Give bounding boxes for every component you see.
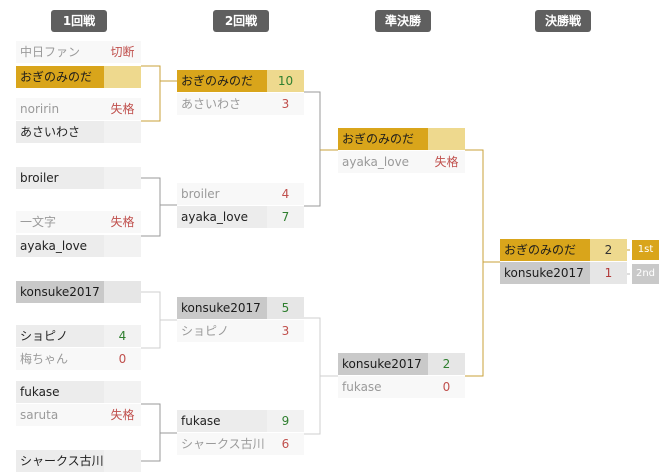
r2-m2-b-name: ayaka_love: [177, 206, 267, 228]
r1-m7-a-name: fukase: [16, 381, 104, 403]
r2-m3-a-score: 5: [267, 297, 304, 319]
r1-m7-a-score: [104, 381, 141, 403]
connector-r1-3: [141, 291, 161, 349]
r2-m2-b-score: 7: [267, 206, 304, 228]
r1-m2-a-score: 失格: [104, 98, 141, 120]
final-b-name: konsuke2017: [500, 262, 590, 284]
r1-m7-b-score: 失格: [104, 404, 141, 426]
r1-m2-a-name: noririn: [16, 98, 104, 120]
r1-m4-b-name: ayaka_love: [16, 235, 104, 257]
r2-m2-a-score: 4: [267, 183, 304, 205]
r2-m1-b-score: 3: [267, 93, 304, 115]
r1-m6-a-score: 4: [104, 325, 141, 347]
r1-m5-a-score: [104, 281, 141, 303]
r1-m1-a-score: 切断: [104, 41, 141, 63]
connector-r1-2: [141, 177, 161, 237]
connector-semi: [465, 149, 484, 377]
r2-m4-b-name: シャークス古川: [177, 433, 267, 455]
r1-m2-b-name: あさいわさ: [16, 121, 104, 143]
r2-m2-a-name: broiler: [177, 183, 267, 205]
r1-m4-b-score: [104, 235, 141, 257]
r1-m3-a-name: broiler: [16, 167, 104, 189]
r1-m5-a-name: konsuke2017: [16, 281, 104, 303]
r1-m8-b-score: [104, 450, 141, 472]
r1-m1-a-name: 中日ファン: [16, 41, 104, 63]
r1-m6-b-name: 梅ちゃん: [16, 348, 104, 370]
r1-m4-a-score: 失格: [104, 211, 141, 233]
round-header-final: 決勝戦: [535, 10, 591, 32]
semi-m1-b-name: ayaka_love: [338, 151, 428, 173]
connector-r2-1: [304, 91, 321, 207]
rank-first-badge: 1st: [632, 240, 659, 260]
r1-m4-a-name: 一文字: [16, 211, 104, 233]
semi-m1-b-score: 失格: [428, 151, 465, 173]
r2-m1-b-name: あさいわさ: [177, 93, 267, 115]
r2-m4-a-name: fukase: [177, 410, 267, 432]
semi-m1-a-name: おぎのみのだ: [338, 128, 428, 150]
r2-m3-b-score: 3: [267, 320, 304, 342]
r1-m1-b-score: [104, 66, 141, 88]
r1-m1-b-name: おぎのみのだ: [16, 66, 104, 88]
connector-r1-1: [141, 65, 161, 122]
round-header-2: 2回戦: [213, 10, 269, 32]
r2-m3-b-name: ショピノ: [177, 320, 267, 342]
r2-m1-a-score: 10: [267, 70, 304, 92]
round-header-semi: 準決勝: [375, 10, 431, 32]
final-a-score: 2: [590, 239, 627, 261]
r1-m6-b-score: 0: [104, 348, 141, 370]
r1-m7-b-name: saruta: [16, 404, 104, 426]
connector-r1-4: [141, 403, 161, 462]
semi-m2-a-score: 2: [428, 353, 465, 375]
connector-r2-2: [304, 317, 321, 435]
final-a-name: おぎのみのだ: [500, 239, 590, 261]
r1-m2-b-score: [104, 121, 141, 143]
semi-m2-b-score: 0: [428, 376, 465, 398]
rank-second-badge: 2nd: [632, 264, 659, 284]
semi-m2-b-name: fukase: [338, 376, 428, 398]
semi-m2-a-name: konsuke2017: [338, 353, 428, 375]
r2-m4-a-score: 9: [267, 410, 304, 432]
r2-m1-a-name: おぎのみのだ: [177, 70, 267, 92]
r2-m3-a-name: konsuke2017: [177, 297, 267, 319]
r1-m8-b-name: シャークス古川: [16, 450, 104, 472]
semi-m1-a-score: [428, 128, 465, 150]
r1-m6-a-name: ショピノ: [16, 325, 104, 347]
r1-m3-a-score: [104, 167, 141, 189]
round-header-1: 1回戦: [51, 10, 107, 32]
r2-m4-b-score: 6: [267, 433, 304, 455]
final-b-score: 1: [590, 262, 627, 284]
